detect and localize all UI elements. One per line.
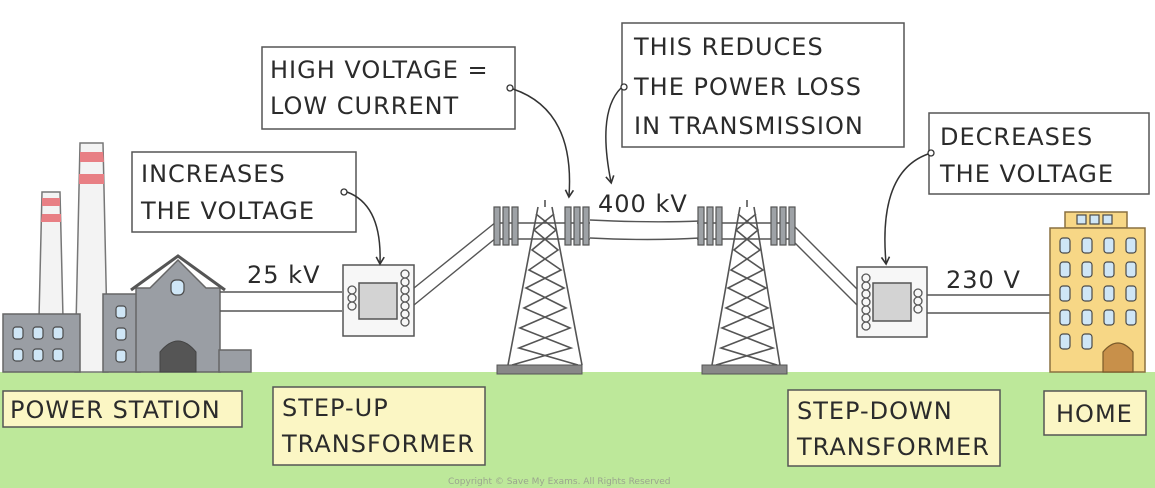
home-window: [1059, 237, 1071, 254]
step-up-transformer: [342, 264, 415, 337]
callout-increases-voltage: INCREASES THE VOLTAGE: [131, 151, 385, 266]
home-window: [1103, 309, 1115, 326]
callout-high-voltage-line1: HIGH VOLTAGE =: [270, 56, 489, 84]
callout-high-voltage-low-current: HIGH VOLTAGE = LOW CURRENT: [261, 46, 575, 199]
voltage-label-230v: 230 V: [946, 266, 1021, 294]
callout-reduces-line3: IN TRANSMISSION: [634, 112, 864, 140]
label-step-down-line2: TRANSFORMER: [796, 433, 990, 461]
label-step-down-transformer: STEP-DOWN TRANSFORMER: [787, 389, 1001, 467]
home-window: [1081, 285, 1093, 302]
label-power-station: POWER STATION: [2, 390, 243, 428]
home-window: [1081, 309, 1093, 326]
station-window: [170, 279, 185, 296]
label-step-up-line2: TRANSFORMER: [281, 430, 475, 458]
home-window: [1059, 285, 1071, 302]
station-annex: [218, 349, 252, 373]
copyright-notice: Copyright © Save My Exams. All Rights Re…: [448, 477, 670, 487]
home-window: [1059, 261, 1071, 278]
voltage-label-400kv: 400 kV: [598, 190, 688, 218]
label-step-up-line1: STEP-UP: [282, 394, 389, 422]
home-wires: [927, 294, 1050, 314]
home-window: [1081, 333, 1093, 350]
home-window: [1103, 261, 1115, 278]
voltage-label-25kv: 25 kV: [247, 261, 320, 289]
callout-decreases-line1: DECREASES: [940, 123, 1093, 151]
transmission-wires: [413, 219, 859, 307]
power-station: [2, 142, 252, 373]
home-window: [1125, 261, 1137, 278]
home-window: [1081, 261, 1093, 278]
callout-increases-line1: INCREASES: [141, 160, 286, 188]
label-step-up-transformer: STEP-UP TRANSFORMER: [272, 386, 486, 466]
home-window: [1103, 237, 1115, 254]
step-down-transformer: [856, 266, 928, 338]
callout-reduces-power-loss: THIS REDUCES THE POWER LOSS IN TRANSMISS…: [605, 22, 905, 185]
home-window: [1059, 333, 1071, 350]
callout-decreases-voltage: DECREASES THE VOLTAGE: [880, 112, 1150, 266]
home-building: [1049, 211, 1146, 373]
label-power-station-text: POWER STATION: [10, 396, 221, 424]
station-wires: [220, 291, 342, 312]
callout-increases-line2: THE VOLTAGE: [140, 197, 315, 225]
station-main-hall: [135, 258, 221, 373]
pylon-left: [493, 200, 590, 375]
home-window: [1103, 285, 1115, 302]
callout-high-voltage-line2: LOW CURRENT: [270, 92, 459, 120]
home-window: [1081, 237, 1093, 254]
label-home-text: HOME: [1056, 400, 1133, 428]
callout-reduces-line1: THIS REDUCES: [633, 33, 824, 61]
pylon-right: [697, 200, 796, 375]
home-door: [1102, 342, 1134, 373]
callout-decreases-line2: THE VOLTAGE: [939, 160, 1114, 188]
home-window: [1125, 309, 1137, 326]
station-block-left: [2, 313, 81, 373]
callout-reduces-line2: THE POWER LOSS: [633, 73, 862, 101]
chimney-small: [38, 191, 64, 319]
station-door: [159, 340, 197, 373]
label-home: HOME: [1043, 390, 1147, 436]
home-window: [1059, 309, 1071, 326]
home-window: [1125, 285, 1137, 302]
home-window: [1125, 237, 1137, 254]
label-step-down-line1: STEP-DOWN: [797, 397, 953, 425]
